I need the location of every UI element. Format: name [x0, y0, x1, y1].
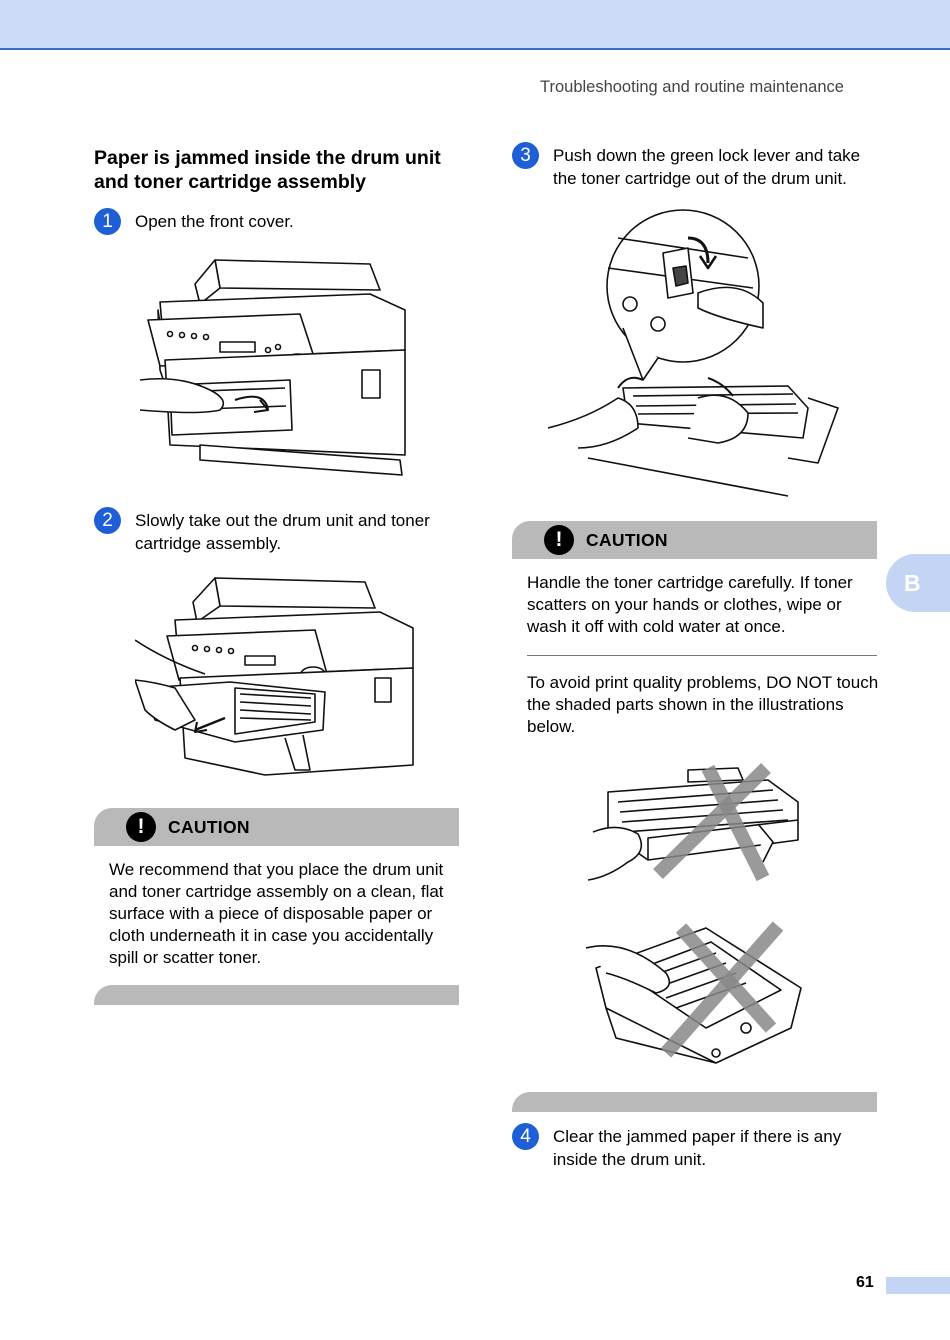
toner-cartridge-no-touch-illustration — [588, 762, 803, 884]
step-number-2: 2 — [94, 507, 121, 534]
machine-open-cover-illustration — [140, 250, 415, 485]
section-title: Paper is jammed inside the drum unit and… — [94, 147, 441, 193]
top-header-band — [0, 0, 950, 50]
caution-divider — [527, 655, 877, 656]
drum-removal-illustration — [135, 570, 420, 785]
step-text-2: Slowly take out the drum unit and toner … — [135, 511, 430, 553]
appendix-tab: B — [886, 554, 950, 612]
step-text-1: Open the front cover. — [135, 212, 294, 231]
step-text-3: Push down the green lock lever and take … — [553, 146, 861, 188]
caution-header-left: ! CAUTION — [94, 808, 459, 846]
caution-label: CAUTION — [168, 816, 250, 837]
caution-label: CAUTION — [586, 529, 668, 550]
step-4: 4 Clear the jammed paper if there is any… — [512, 1123, 882, 1171]
caution-header-right: ! CAUTION — [512, 521, 877, 559]
caution-footer-right — [512, 1092, 877, 1112]
caution-text-toner-handling: Handle the toner cartridge carefully. If… — [527, 573, 853, 636]
step-number-1: 1 — [94, 208, 121, 235]
drum-unit-no-touch-illustration — [586, 918, 804, 1068]
page-number-bar — [886, 1277, 950, 1294]
step-1: 1 Open the front cover. — [94, 208, 464, 235]
page-number: 61 — [856, 1274, 874, 1291]
exclamation-icon: ! — [126, 812, 156, 842]
step-number-3: 3 — [512, 142, 539, 169]
caution-footer-left — [94, 985, 459, 1005]
step-number-4: 4 — [512, 1123, 539, 1150]
step-text-4: Clear the jammed paper if there is any i… — [553, 1127, 842, 1169]
caution-text-left: We recommend that you place the drum uni… — [109, 860, 444, 967]
lock-lever-illustration — [548, 208, 840, 498]
step-3: 3 Push down the green lock lever and tak… — [512, 142, 882, 190]
step-2: 2 Slowly take out the drum unit and tone… — [94, 507, 464, 555]
caution-text-print-quality: To avoid print quality problems, DO NOT … — [527, 673, 879, 736]
exclamation-icon: ! — [544, 525, 574, 555]
running-header: Troubleshooting and routine maintenance — [540, 78, 844, 96]
